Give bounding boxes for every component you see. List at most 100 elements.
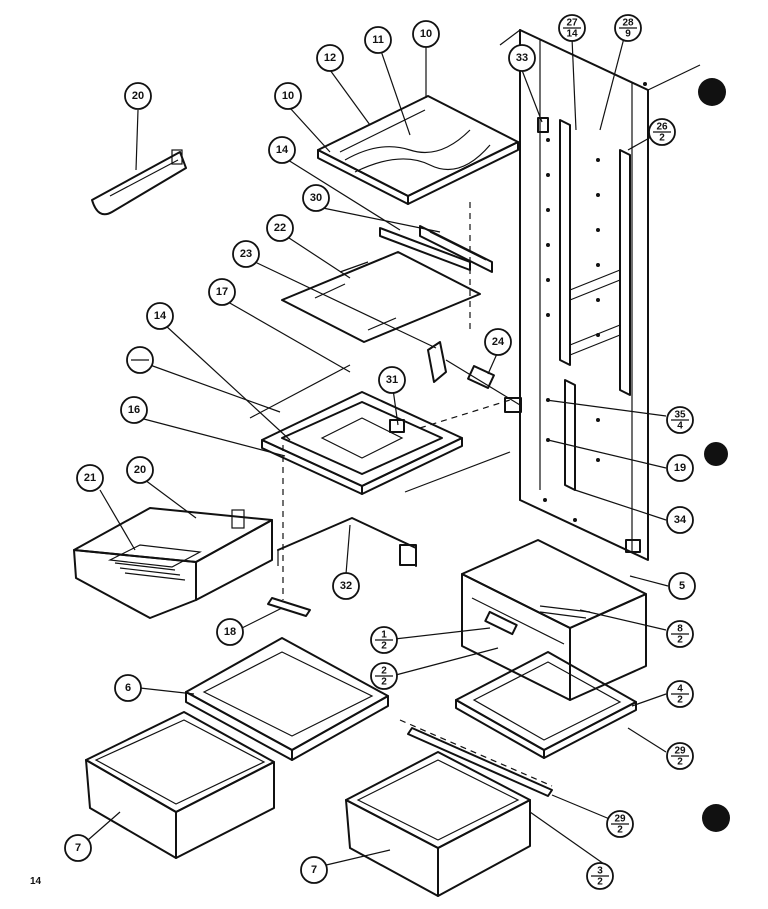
svg-text:2: 2 — [617, 825, 623, 836]
callout-22: 23 — [232, 240, 260, 268]
svg-text:3: 3 — [597, 866, 603, 877]
callout-23: 24 — [484, 328, 512, 356]
svg-text:2: 2 — [381, 666, 387, 677]
svg-text:11: 11 — [372, 34, 384, 46]
shelf-rails — [379, 202, 493, 330]
crisper-rails — [399, 719, 553, 797]
top-shelf-assembly — [317, 95, 519, 205]
meat-pan-drawer — [73, 507, 273, 619]
svg-text:10: 10 — [420, 28, 432, 40]
callout-28-9: 289 — [614, 14, 642, 42]
callout-13: 14 — [146, 302, 174, 330]
callout-14: 14 — [268, 136, 296, 164]
callout-17: 18 — [216, 618, 244, 646]
svg-text:23: 23 — [240, 248, 252, 260]
callout-30: 30 — [302, 184, 330, 212]
callout-15: 16 — [120, 396, 148, 424]
callout-16: 17 — [208, 278, 236, 306]
crisper-cover-frame — [249, 364, 511, 600]
svg-text:35: 35 — [674, 410, 686, 421]
callout-35-4: 354 — [666, 406, 694, 434]
control-assembly — [427, 341, 522, 413]
svg-text:14: 14 — [566, 29, 578, 40]
svg-text:31: 31 — [386, 374, 398, 386]
svg-text:30: 30 — [310, 192, 322, 204]
left-crisper-pan — [85, 711, 275, 859]
callout-6: 6 — [114, 674, 142, 702]
svg-text:14: 14 — [154, 310, 167, 322]
svg-text:32: 32 — [340, 580, 352, 592]
svg-text:24: 24 — [492, 336, 505, 348]
svg-text:20: 20 — [132, 90, 144, 102]
callout-26-2: 262 — [648, 118, 676, 146]
svg-text:29: 29 — [674, 746, 686, 757]
svg-text:4: 4 — [677, 421, 683, 432]
svg-text:7: 7 — [311, 864, 317, 876]
callout-7-left: 7 — [64, 834, 92, 862]
svg-text:2: 2 — [677, 757, 683, 768]
svg-text:2: 2 — [677, 635, 683, 646]
svg-text:26: 26 — [656, 122, 668, 133]
callout-33: 33 — [508, 44, 536, 72]
svg-text:29: 29 — [614, 814, 626, 825]
callout-34: 34 — [666, 506, 694, 534]
registration-mark-middle — [704, 442, 728, 466]
svg-text:21: 21 — [84, 472, 96, 484]
callout-9: 10 — [274, 82, 302, 110]
callout-24-5 — [126, 346, 154, 374]
cabinet-liner — [499, 29, 701, 561]
svg-text:1: 1 — [381, 630, 387, 641]
callout-8-2: 82 — [666, 620, 694, 648]
callout-10: 10 — [412, 20, 440, 48]
drawer-support — [277, 517, 417, 567]
svg-text:2: 2 — [597, 877, 603, 888]
callout-31: 31 — [378, 366, 406, 394]
svg-text:2: 2 — [381, 641, 387, 652]
svg-text:18: 18 — [224, 626, 236, 638]
svg-text:19: 19 — [674, 462, 686, 474]
door-bin — [91, 149, 187, 216]
left-crisper-cover — [185, 637, 389, 761]
callout-7-right: 7 — [300, 856, 328, 884]
callout-32: 32 — [332, 572, 360, 600]
crisper-housing — [461, 539, 647, 701]
callout-12: 12 — [316, 44, 344, 72]
svg-text:33: 33 — [516, 52, 528, 64]
svg-text:27: 27 — [566, 18, 578, 29]
svg-text:10: 10 — [282, 90, 294, 102]
callout-4-2: 42 — [666, 680, 694, 708]
callout-11: 11 — [364, 26, 392, 54]
registration-mark-top — [698, 78, 726, 106]
svg-text:28: 28 — [622, 18, 634, 29]
svg-text:22: 22 — [274, 222, 286, 234]
svg-text:8: 8 — [677, 624, 683, 635]
callout-29-2-lower: 292 — [606, 810, 634, 838]
right-crisper-pan — [345, 751, 531, 897]
callout-18: 19 — [666, 454, 694, 482]
drawer-slide — [267, 597, 311, 617]
svg-text:16: 16 — [128, 404, 140, 416]
svg-text:6: 6 — [125, 682, 131, 694]
callout-29-2-upper: 292 — [666, 742, 694, 770]
svg-text:9: 9 — [625, 29, 631, 40]
callout-5: 5 — [668, 572, 696, 600]
svg-text:2: 2 — [677, 695, 683, 706]
callout-21: 22 — [266, 214, 294, 242]
callout-20: 21 — [76, 464, 104, 492]
svg-text:17: 17 — [216, 286, 228, 298]
glass-shelf — [281, 251, 481, 343]
callout-3-2: 32 — [586, 862, 614, 890]
svg-text:4: 4 — [677, 684, 683, 695]
svg-text:7: 7 — [75, 842, 81, 854]
right-crisper-cover — [455, 651, 637, 759]
page-number: 14 — [30, 876, 42, 887]
svg-text:14: 14 — [276, 144, 289, 156]
callout-2-2: 22 — [370, 662, 398, 690]
svg-text:12: 12 — [324, 52, 336, 64]
svg-text:20: 20 — [134, 464, 146, 476]
registration-mark-bottom — [702, 804, 730, 832]
svg-text:5: 5 — [679, 580, 685, 592]
callout-1-2: 12 — [370, 626, 398, 654]
